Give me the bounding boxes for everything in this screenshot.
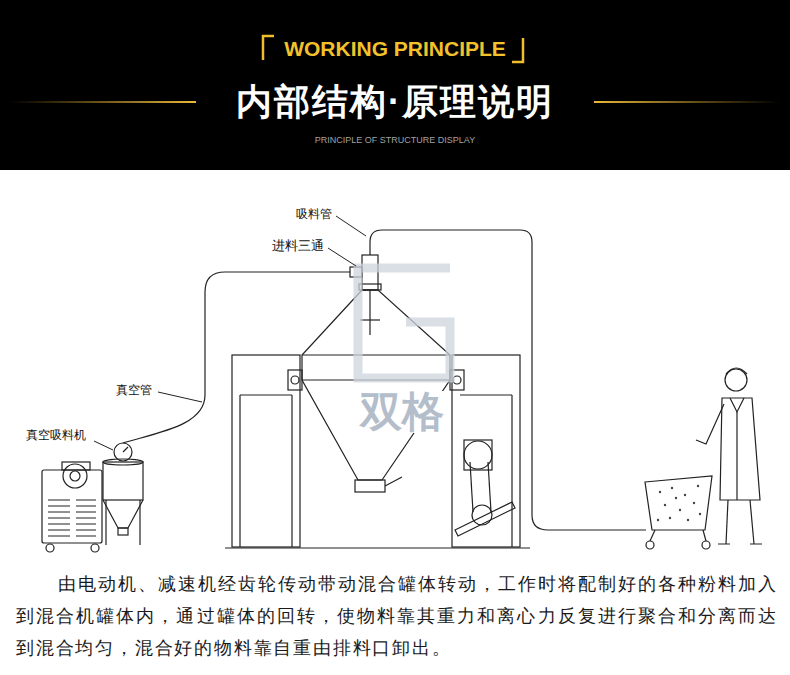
gold-rule [594,101,780,103]
watermark-logo [358,268,450,378]
section-title: 内部结构·原理说明 [0,80,790,124]
powder-dots [657,485,701,521]
heading-en: WORKING PRINCIPLE [0,36,790,61]
machine-drawing [42,230,762,552]
bracket-corner [512,38,523,62]
part-label: 真空管 [116,383,152,397]
caption-text: 由电动机、减速机经齿轮传动带动混合罐体转动，工作时将配制好的各种粉料加入到混合机… [16,568,778,664]
part-label: 真空吸料机 [26,428,86,442]
part-label: 吸料管 [296,207,332,221]
subheading-en: PRINCIPLE OF STRUCTURE DISPLAY [0,135,790,146]
leader-lines [94,216,366,450]
watermark: 双格 [358,391,446,433]
gold-rule [10,101,196,103]
part-label: 进料三通 [272,238,324,254]
bracket-corner [263,36,274,60]
